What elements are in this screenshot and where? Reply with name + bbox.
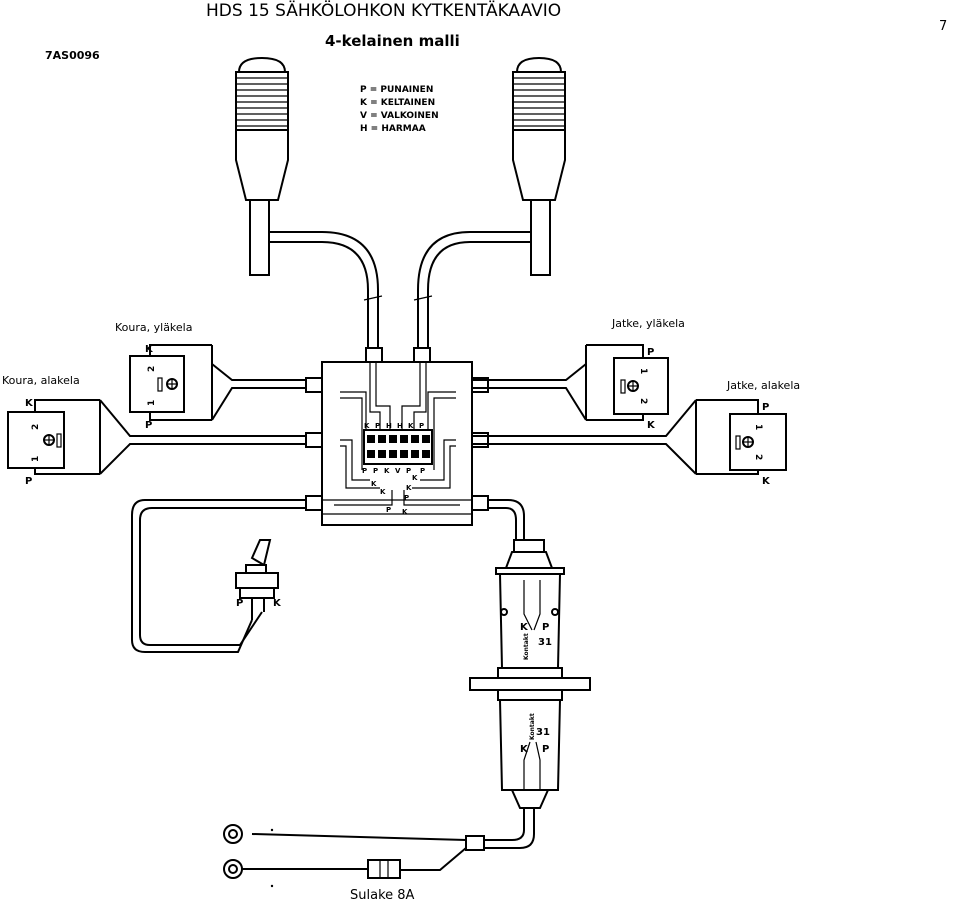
junction-box: K P H H K P P P K V P P K K K K P P K	[305, 361, 489, 526]
terminal-label-2: P	[375, 422, 380, 430]
power-connector: K P 31 Kontakt Kontakt 31 K P	[469, 499, 591, 849]
coil-wire-p: P	[762, 402, 769, 413]
pin-number-top: 1	[753, 424, 763, 430]
terminal-label-1: K	[364, 422, 370, 430]
plug-contact-label: Kontakt	[523, 633, 530, 660]
plug-ground-31: 31	[538, 637, 552, 648]
coil-jatke-ylakela: Jatke, yläkela P K 1 2	[586, 317, 685, 431]
plug-wire-k: K	[520, 622, 529, 633]
coil-koura-alakela: Koura, alakela K P 2 1	[2, 374, 100, 487]
terminal-bottom-label-6: P	[420, 467, 425, 475]
lower-label-4: K	[406, 484, 412, 492]
coil-jatke-alakela: Jatke, alakela P K 1 2	[696, 379, 800, 487]
pin-number-bottom: 1	[31, 456, 41, 462]
terminal-label-6: P	[419, 422, 424, 430]
color-legend: P = PUNAINEN K = KELTAINEN V = VALKOINEN…	[360, 85, 439, 134]
coil-wire-p: P	[145, 420, 152, 431]
diagram-title: HDS 15 SÄHKÖLOHKON KYTKENTÄKAAVIO	[206, 0, 561, 21]
fuse-label: Sulake 8A	[350, 888, 415, 902]
battery-leads: Sulake 8A	[223, 824, 485, 902]
lower-label-1: K	[371, 480, 377, 488]
lower-label-2: K	[412, 474, 418, 482]
coil-wire-p: P	[25, 476, 32, 487]
coil-name-koura-ylakela: Koura, yläkela	[115, 321, 192, 334]
legend-line-p: P = PUNAINEN	[360, 85, 433, 95]
socket-contact-label: Kontakt	[529, 713, 536, 740]
terminal-label-3: H	[386, 422, 392, 430]
coil-wire-k: K	[25, 398, 34, 409]
pin-number-bottom: 1	[147, 400, 157, 406]
terminal-bottom-label-2: P	[373, 467, 378, 475]
coil-koura-ylakela: Koura, yläkela K P 2 1	[115, 321, 212, 431]
pin-number-top: 2	[31, 424, 41, 430]
document-code: 7AS0096	[45, 49, 100, 62]
left-control-lever	[235, 56, 289, 276]
terminal-label-5: K	[408, 422, 414, 430]
pin-number-top: 2	[147, 366, 157, 372]
coil-name-jatke-alakela: Jatke, alakela	[726, 379, 800, 392]
lever-cables	[269, 231, 531, 363]
socket-ground-31: 31	[536, 727, 550, 738]
legend-line-h: H = HARMAA	[360, 124, 426, 134]
legend-line-k: K = KELTAINEN	[360, 98, 435, 108]
socket-wire-k: K	[520, 744, 529, 755]
lower-label-6: P	[386, 506, 391, 514]
lower-label-7: K	[402, 508, 408, 516]
coil-cables	[99, 345, 697, 475]
pin-number-top: 1	[638, 368, 648, 374]
terminal-bottom-label-3: K	[384, 467, 390, 475]
coil-wire-k: K	[647, 420, 656, 431]
socket-wire-p: P	[542, 744, 549, 755]
switch-assembly: P K	[131, 499, 306, 653]
lower-label-3: K	[380, 488, 386, 496]
right-control-lever	[512, 56, 566, 276]
terminal-bottom-label-1: P	[362, 467, 367, 475]
pin-number-bottom: 2	[753, 454, 763, 460]
lower-label-5: P	[404, 494, 409, 502]
switch-wire-p: P	[236, 598, 243, 609]
terminal-bottom-label-4: V	[395, 467, 401, 475]
switch-wire-k: K	[273, 598, 282, 609]
coil-name-jatke-ylakela: Jatke, yläkela	[611, 317, 685, 330]
plug-wire-p: P	[542, 622, 549, 633]
coil-wire-p: P	[647, 347, 654, 358]
legend-line-v: V = VALKOINEN	[360, 111, 439, 121]
diagram-subtitle: 4-kelainen malli	[325, 32, 460, 50]
pin-number-bottom: 2	[638, 398, 648, 404]
coil-name-koura-alakela: Koura, alakela	[2, 374, 80, 387]
terminal-label-4: H	[397, 422, 403, 430]
page-number: 7	[939, 19, 947, 34]
coil-wire-k: K	[762, 476, 771, 487]
fuse-holder	[367, 859, 401, 879]
terminal-bottom-label-5: P	[406, 467, 411, 475]
